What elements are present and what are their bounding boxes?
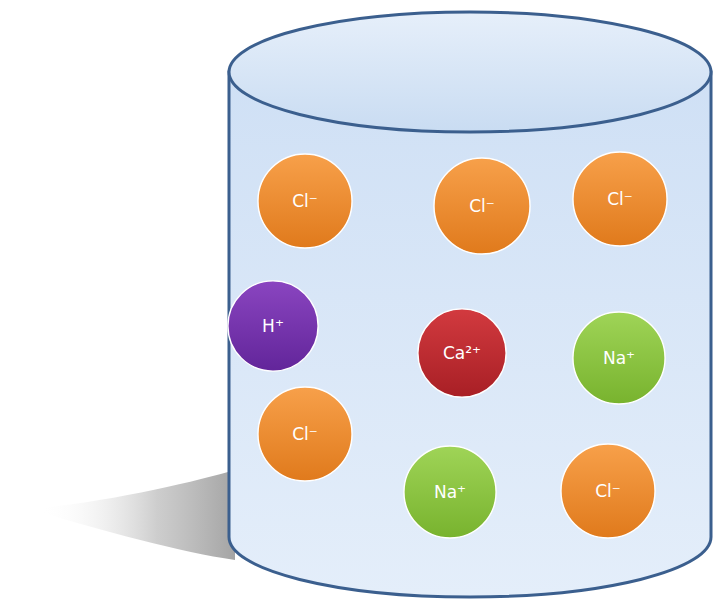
ion-label: H⁺ — [227, 280, 319, 372]
ion-label: Na⁺ — [572, 311, 666, 405]
ion-label: Cl⁻ — [257, 386, 353, 482]
ion-label: Cl⁻ — [257, 153, 353, 249]
chloride-ion: Cl⁻ — [560, 443, 656, 539]
ion-label: Cl⁻ — [433, 157, 531, 255]
ion-label: Ca²⁺ — [417, 308, 507, 398]
sodium-ion: Na⁺ — [403, 445, 497, 539]
ion-label: Cl⁻ — [572, 151, 668, 247]
cast-shadow — [40, 470, 235, 560]
ion-label: Cl⁻ — [560, 443, 656, 539]
chloride-ion: Cl⁻ — [257, 386, 353, 482]
chloride-ion: Cl⁻ — [572, 151, 668, 247]
chloride-ion: Cl⁻ — [433, 157, 531, 255]
sodium-ion: Na⁺ — [572, 311, 666, 405]
ion-label: Na⁺ — [403, 445, 497, 539]
hydrogen-ion: H⁺ — [227, 280, 319, 372]
chloride-ion: Cl⁻ — [257, 153, 353, 249]
calcium-ion: Ca²⁺ — [417, 308, 507, 398]
beaker-rim — [229, 12, 711, 132]
